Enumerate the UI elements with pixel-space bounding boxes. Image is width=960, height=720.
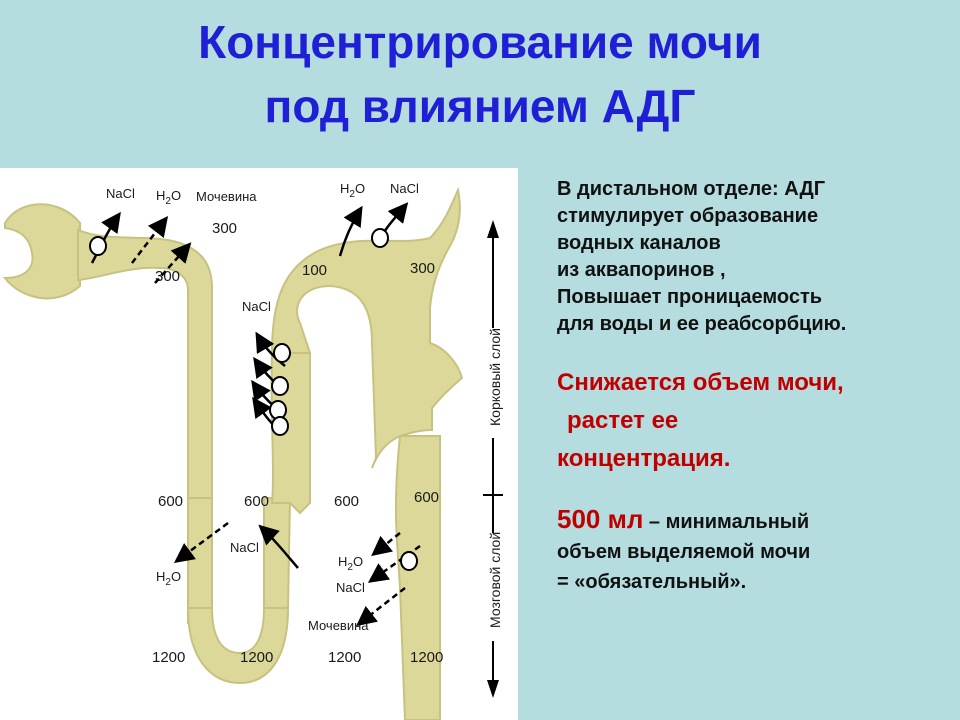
medulla-label: Мозговой слой	[487, 532, 503, 628]
cortex-label: Корковый слой	[487, 328, 503, 426]
transporter-circles	[89, 228, 418, 571]
adh-mechanism-paragraph: В дистальном отделе: АДГ стимулирует обр…	[557, 178, 847, 335]
value-600-c: 600	[334, 493, 359, 510]
value-300-urea: 300	[212, 220, 237, 237]
value-100: 100	[302, 262, 327, 279]
title-line-2: под влиянием АДГ	[264, 80, 696, 132]
nacl-label-top-left: NaCl	[106, 186, 135, 201]
h2o-label-collecting: H2O	[338, 554, 363, 573]
explanation-text: В дистальном отделе: АДГ стимулирует обр…	[557, 176, 952, 597]
value-1200-d: 1200	[410, 649, 443, 666]
title-line-1: Концентрирование мочи	[198, 16, 762, 68]
nacl-label-top-right: NaCl	[390, 181, 419, 196]
value-1200-b: 1200	[240, 649, 273, 666]
nacl-label-ascending: NaCl	[242, 299, 271, 314]
value-1200-a: 1200	[152, 649, 185, 666]
nacl-label-collecting: NaCl	[336, 580, 365, 595]
slide-title: Концентрирование мочи под влиянием АДГ	[0, 10, 960, 138]
value-600-b: 600	[244, 493, 269, 510]
nephron-diagram: Корковый слой Мозговой слой NaCl H2O Моч…	[0, 168, 518, 720]
volume-value: 500 мл	[557, 504, 644, 534]
urine-volume-effect: Снижается объем мочи, растет ее концентр…	[557, 369, 844, 472]
value-1200-c: 1200	[328, 649, 361, 666]
value-300-proximal: 300	[155, 268, 180, 285]
urea-label-collecting: Мочевина	[308, 618, 369, 633]
h2o-label-top-right: H2O	[340, 181, 365, 200]
h2o-label-top-left: H2O	[156, 188, 181, 207]
minimum-volume-note: 500 мл – минимальный объем выделяемой мо…	[557, 504, 811, 593]
depth-scale: Корковый слой Мозговой слой	[483, 220, 503, 698]
tubule	[2, 186, 464, 720]
nacl-label-medulla: NaCl	[230, 540, 259, 555]
h2o-label-medulla: H2O	[156, 569, 181, 588]
urea-label-top: Мочевина	[196, 189, 257, 204]
value-600-a: 600	[158, 493, 183, 510]
value-600-d: 600	[414, 489, 439, 506]
value-300-distal: 300	[410, 260, 435, 277]
